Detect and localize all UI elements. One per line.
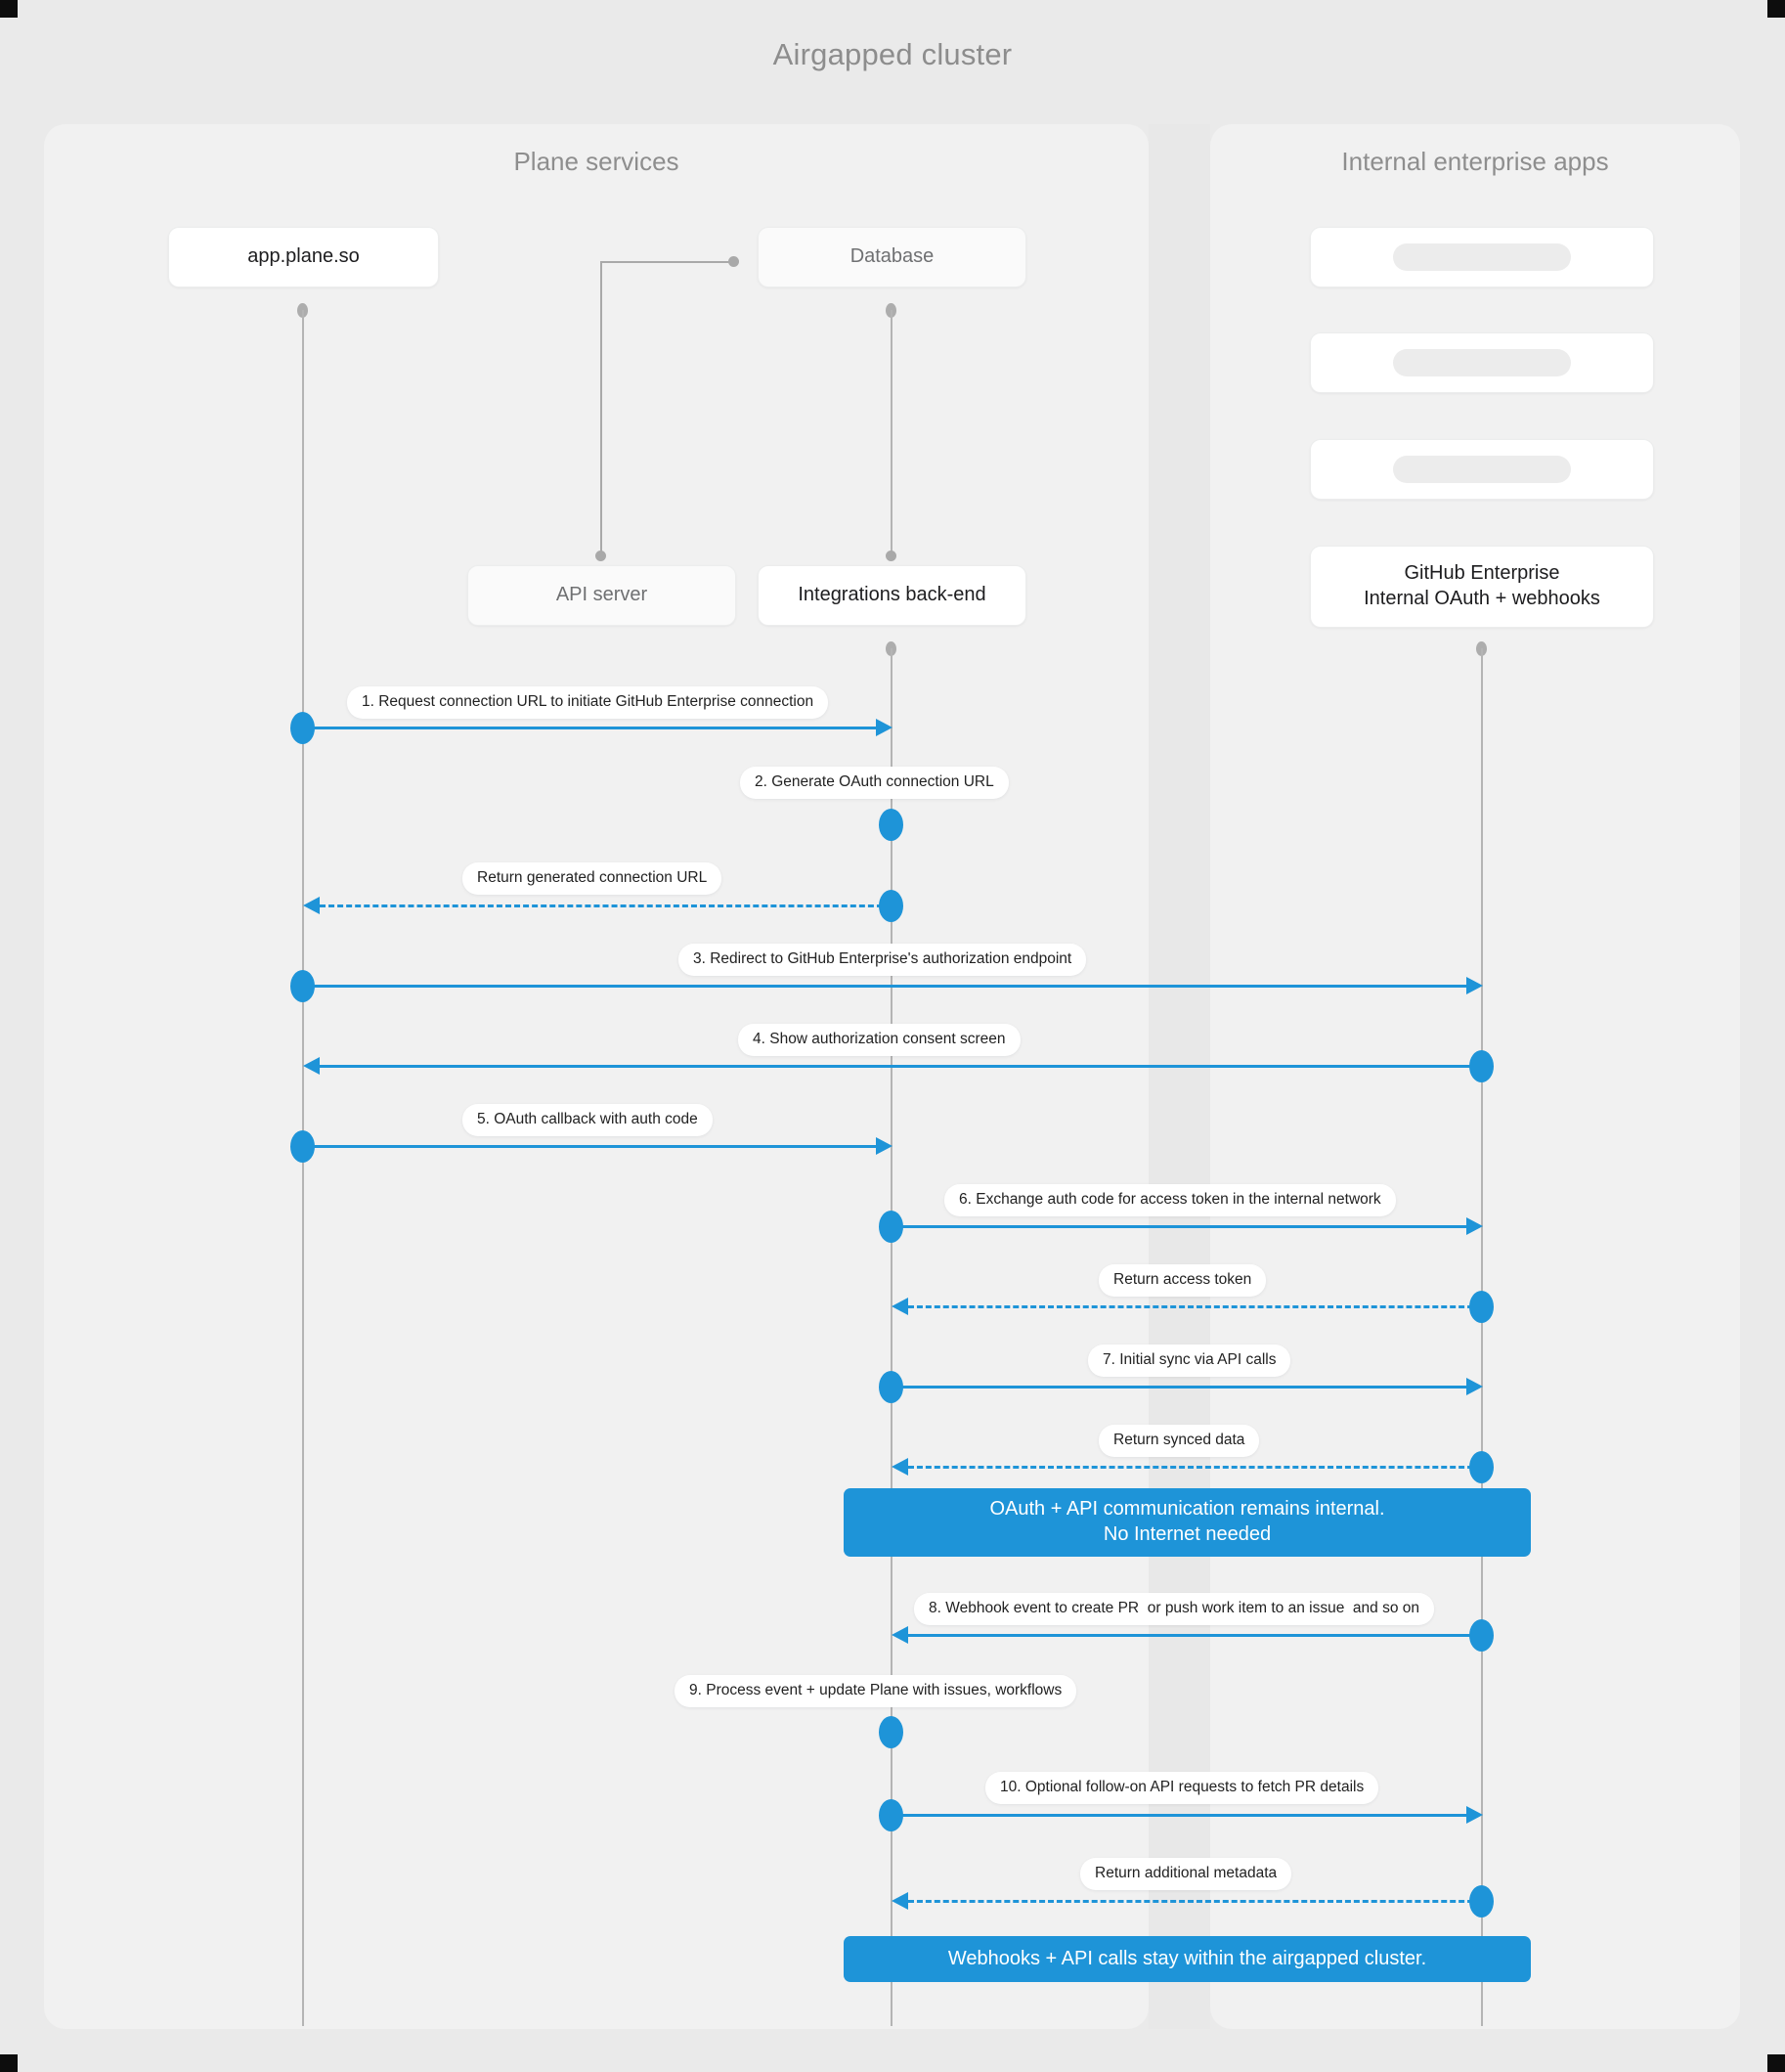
lifeline-integrations-backend [891,648,892,2026]
message-line-4 [303,985,1468,988]
participant-placeholder-2[interactable] [1310,332,1654,393]
crop-mark-bottom-left [0,2054,18,2072]
connector-endpoint-dot-database [728,256,739,267]
message-arrowhead-14 [892,1892,908,1910]
placeholder-bar-icon [1393,349,1571,376]
note-oauth-internal-line-1: OAuth + API communication remains intern… [989,1498,1385,1521]
message-arrowhead-7 [1466,1217,1483,1235]
message-arrowhead-3 [303,897,320,914]
panel-gap-band [1149,124,1210,2029]
message-line-10 [908,1466,1482,1469]
page-title: Airgapped cluster [772,37,1013,71]
message-line-8 [908,1305,1482,1308]
message-self-dot-2 [879,809,903,841]
message-label-10: Return synced data [1099,1425,1260,1457]
message-line-14 [908,1900,1482,1903]
message-arrowhead-13 [1466,1806,1483,1824]
message-line-1 [303,727,878,729]
message-arrowhead-5 [303,1057,320,1075]
message-line-6 [303,1145,878,1148]
message-label-14: Return additional metadata [1080,1858,1292,1890]
participant-integrations-backend[interactable]: Integrations back-end [758,565,1026,626]
message-line-9 [892,1386,1468,1389]
lifeline-database [891,310,892,554]
participant-database[interactable]: Database [758,227,1026,287]
crop-mark-bottom-right [1767,2054,1785,2072]
message-arrowhead-8 [892,1298,908,1315]
placeholder-bar-icon [1393,243,1571,271]
connector-database-to-api-vertical [600,261,602,556]
message-arrowhead-1 [876,719,892,736]
note-oauth-internal-line-2: No Internet needed [1103,1523,1272,1545]
message-label-11: 8. Webhook event to create PR or push wo… [914,1593,1435,1625]
message-line-5 [320,1065,1482,1068]
crop-mark-top-left [0,0,18,18]
panel-title-plane-services: Plane services [513,147,679,176]
connector-database-to-api-horizontal [600,261,731,263]
note-oauth-internal: OAuth + API communication remains intern… [844,1488,1531,1557]
participant-api-server[interactable]: API server [467,565,736,626]
note-airgapped-cluster: Webhooks + API calls stay within the air… [844,1936,1531,1982]
participant-app-plane-so[interactable]: app.plane.so [168,227,439,287]
message-line-11 [908,1634,1482,1637]
panel-title-internal-enterprise-apps: Internal enterprise apps [1341,147,1609,176]
crop-mark-top-left-cut [18,0,35,9]
crop-mark-top-right [1767,0,1785,18]
lifeline-github-enterprise [1481,648,1483,2026]
message-label-7: 6. Exchange auth code for access token i… [944,1184,1396,1216]
message-line-3 [320,904,892,907]
panel-plane-services: Plane services [44,124,1149,2029]
placeholder-bar-icon [1393,456,1571,483]
message-arrowhead-9 [1466,1378,1483,1395]
message-arrowhead-6 [876,1137,892,1155]
message-arrowhead-10 [892,1458,908,1476]
message-label-9: 7. Initial sync via API calls [1088,1345,1291,1377]
lifeline-app-plane-so [302,310,304,2026]
message-line-13 [892,1814,1468,1817]
message-label-8: Return access token [1099,1264,1267,1297]
message-label-3: Return generated connection URL [462,862,722,895]
message-label-2: 2. Generate OAuth connection URL [740,767,1009,799]
message-self-dot-12 [879,1716,903,1748]
participant-placeholder-3[interactable] [1310,439,1654,500]
message-arrowhead-4 [1466,977,1483,994]
message-arrowhead-11 [892,1626,908,1644]
lifeline-endpoint-dot-database-bottom [886,551,896,561]
connector-endpoint-dot-api-server [595,551,606,561]
participant-github-enterprise[interactable]: GitHub Enterprise Internal OAuth + webho… [1310,546,1654,628]
message-label-1: 1. Request connection URL to initiate Gi… [347,686,829,719]
message-label-6: 5. OAuth callback with auth code [462,1104,713,1136]
participant-placeholder-1[interactable] [1310,227,1654,287]
message-label-12: 9. Process event + update Plane with iss… [675,1675,1077,1707]
message-label-4: 3. Redirect to GitHub Enterprise's autho… [678,944,1087,976]
message-label-5: 4. Show authorization consent screen [738,1024,1021,1056]
message-line-7 [892,1225,1468,1228]
message-label-13: 10. Optional follow-on API requests to f… [985,1772,1379,1804]
